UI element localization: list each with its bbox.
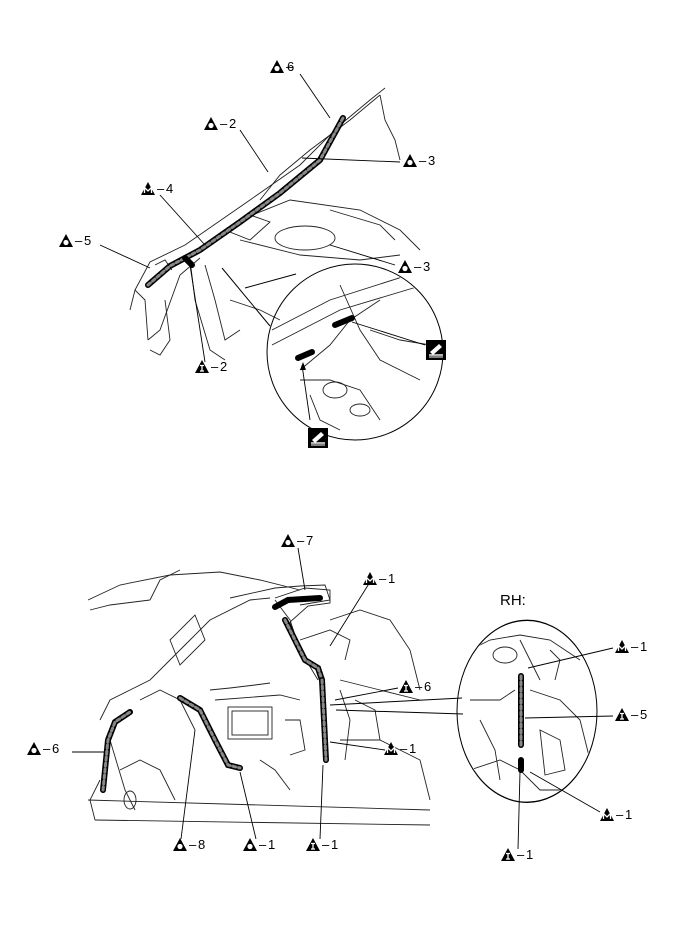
- callout-o6-bottom: 6: [27, 741, 59, 756]
- callout-m1a-bottom: 1: [362, 571, 395, 586]
- callout-m1a-rh: 1: [614, 639, 647, 654]
- callout-o3b-top: 3: [398, 259, 430, 274]
- svg-text:–: –: [419, 153, 427, 168]
- svg-text:–: –: [414, 259, 422, 274]
- svg-text:2: 2: [229, 116, 236, 131]
- callout-o3a-top: 3: [403, 153, 435, 168]
- svg-text:3: 3: [428, 153, 435, 168]
- top-view: 6 – 2 3 4 5 3 2 – – – – – –: [59, 59, 447, 449]
- callout-o7-bottom: 7: [281, 533, 313, 548]
- callout-o5-top: 5: [59, 233, 91, 248]
- svg-text:6: 6: [287, 59, 294, 74]
- svg-text:–: –: [211, 359, 219, 374]
- svg-text:1: 1: [268, 837, 275, 852]
- callout-i1-bottom: 1: [305, 837, 338, 852]
- svg-text:–: –: [400, 741, 408, 756]
- svg-text:1: 1: [526, 847, 533, 862]
- svg-text:1: 1: [388, 571, 395, 586]
- svg-text:1: 1: [331, 837, 338, 852]
- svg-text:3: 3: [423, 259, 430, 274]
- callout-i5-rh: 5: [614, 707, 647, 722]
- brush-icon: [307, 427, 329, 449]
- svg-text:–: –: [286, 59, 294, 74]
- callout-i2-top: 2: [194, 359, 227, 374]
- svg-text:1: 1: [409, 741, 416, 756]
- svg-text:1: 1: [640, 639, 647, 654]
- svg-text:6: 6: [424, 679, 431, 694]
- bottom-view: RH: 7 1 6 6 1: [27, 533, 647, 862]
- rh-label: RH:: [500, 592, 526, 609]
- svg-text:1: 1: [625, 807, 632, 822]
- callout-m1b-bottom: 1: [383, 741, 416, 756]
- svg-text:–: –: [75, 233, 83, 248]
- callout-m4-top: 4: [140, 181, 173, 196]
- callout-o1-bottom: 1: [243, 837, 275, 852]
- svg-text:–: –: [415, 679, 423, 694]
- callout-o8-bottom: 8: [173, 837, 205, 852]
- svg-text:–: –: [157, 181, 165, 196]
- svg-text:5: 5: [640, 707, 647, 722]
- svg-text:2: 2: [220, 359, 227, 374]
- svg-text:–: –: [259, 837, 267, 852]
- svg-text:–: –: [631, 707, 639, 722]
- svg-text:–: –: [189, 837, 197, 852]
- svg-text:–: –: [43, 741, 51, 756]
- svg-text:4: 4: [166, 181, 173, 196]
- svg-text:–: –: [379, 571, 387, 586]
- svg-text:–: –: [297, 533, 305, 548]
- svg-text:–: –: [220, 116, 228, 131]
- svg-text:–: –: [616, 807, 624, 822]
- svg-text:7: 7: [306, 533, 313, 548]
- svg-text:–: –: [322, 837, 330, 852]
- callout-m1b-rh: 1: [599, 807, 632, 822]
- brush-icon: [425, 339, 447, 361]
- callout-i1-rh: 1: [500, 847, 533, 862]
- svg-text:–: –: [631, 639, 639, 654]
- callout-o2-top: 2: [204, 116, 236, 131]
- svg-text:6: 6: [52, 741, 59, 756]
- svg-text:–: –: [517, 847, 525, 862]
- callout-o6-top: 6: [270, 59, 294, 74]
- svg-text:5: 5: [84, 233, 91, 248]
- svg-text:8: 8: [198, 837, 205, 852]
- callout-i6-bottom: 6: [398, 679, 431, 694]
